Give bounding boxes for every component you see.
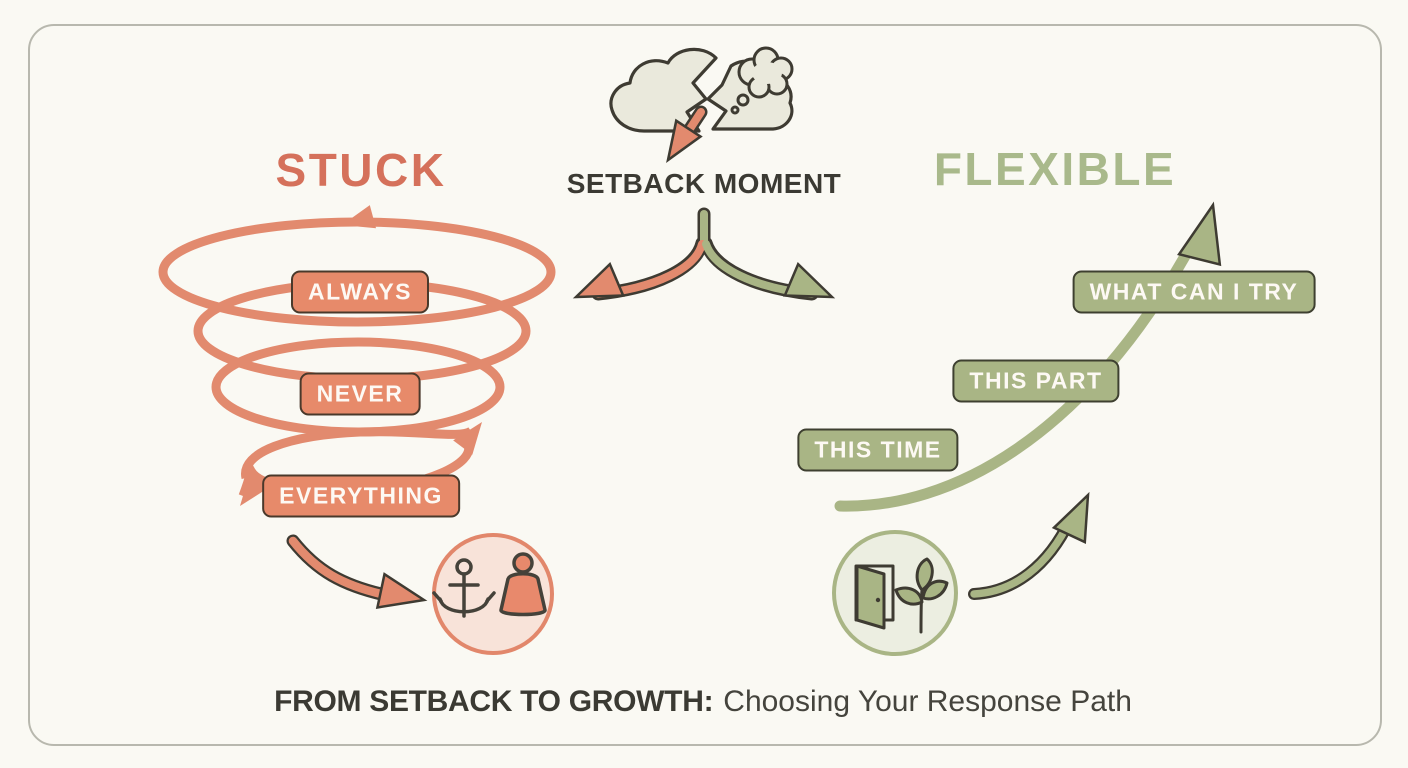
- this-time-label: THIS TIME: [797, 428, 959, 472]
- open-door-icon: [854, 564, 895, 630]
- footer-caption: FROM SETBACK TO GROWTH: Choosing Your Res…: [274, 685, 1132, 719]
- step-up-arrow: [968, 514, 1076, 600]
- door-sprout-badge: [832, 530, 958, 656]
- setback-moment-label: SETBACK MOMENT: [566, 168, 842, 199]
- setback-bolt-arrow: [654, 105, 708, 170]
- thought-bubble-icon: [730, 46, 794, 115]
- never-label: NEVER: [299, 372, 421, 416]
- decision-branch: [591, 207, 819, 301]
- sprout-icon: [894, 557, 949, 634]
- always-label: ALWAYS: [290, 270, 430, 314]
- rumination-spiral: [158, 217, 556, 498]
- footer-caption-bold: FROM SETBACK TO GROWTH:: [274, 685, 714, 718]
- sinking-arrowhead: [376, 572, 429, 618]
- this-part-label: THIS PART: [952, 359, 1120, 403]
- everything-label: EVERYTHING: [262, 474, 460, 518]
- what-can-i-try-label: WHAT CAN I TRY: [1072, 270, 1316, 314]
- footer-caption-rest: Choosing Your Response Path: [723, 685, 1132, 718]
- growth-curve-arrowhead: [1177, 198, 1235, 266]
- stuck-title: STUCK: [275, 144, 447, 196]
- anchor-icon: [432, 558, 496, 618]
- flexible-title: FLEXIBLE: [933, 143, 1177, 195]
- anchor-weight-badge: [432, 533, 554, 655]
- sinking-arrow: [286, 534, 397, 603]
- branch-left-arrow: [568, 262, 625, 314]
- growth-curve: [834, 236, 1199, 512]
- weight-icon: [499, 552, 547, 617]
- branch-right-arrow: [783, 262, 840, 314]
